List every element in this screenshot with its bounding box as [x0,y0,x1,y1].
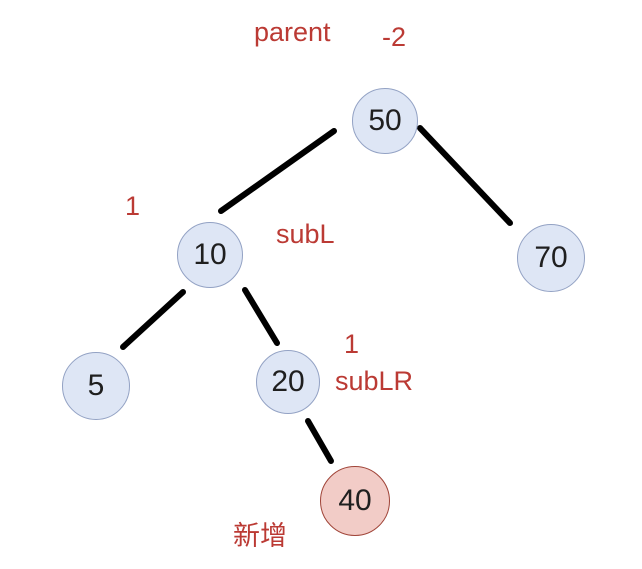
tree-node-5: 5 [62,352,130,420]
tree-node-50: 50 [352,88,418,154]
label-new-node: 新增 [233,521,287,551]
tree-node-70: 70 [517,224,585,292]
label-subLR: subLR [335,366,414,396]
balance-factor-subL: 1 [125,191,141,221]
tree-node-10: 10 [177,222,243,288]
tree-edge-n10-n20 [242,287,280,346]
label-parent: parent [254,17,331,47]
tree-edge-n20-n40 [305,418,334,464]
balance-factor-root: -2 [382,22,407,52]
tree-node-20: 20 [256,350,320,414]
tree-edge-n10-n5 [120,289,186,350]
tree-node-40: 40 [320,466,390,536]
label-subL: subL [276,219,335,249]
tree-edge-n50-n70 [417,125,513,226]
tree-edge-n50-n10 [218,128,337,214]
balance-factor-subLR: 1 [344,329,360,359]
